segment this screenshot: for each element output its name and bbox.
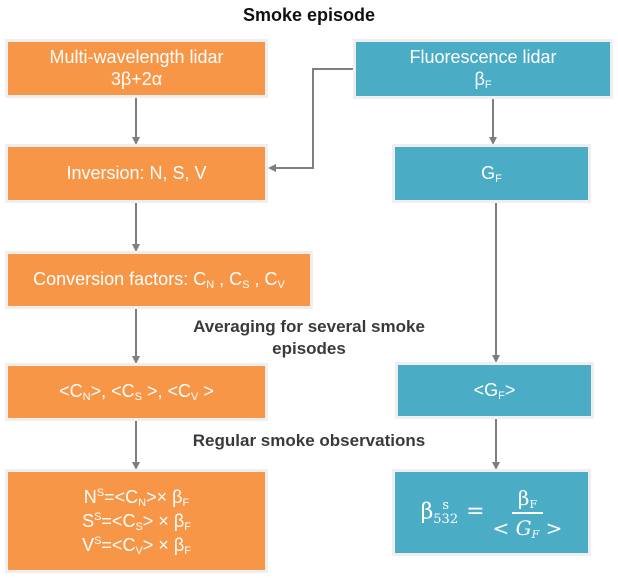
formula-denominator: < GF > xyxy=(492,515,563,541)
node-fluorescence-title: Fluorescence lidar xyxy=(409,47,557,68)
result-line-n: NS=<CN>× βF xyxy=(83,486,190,509)
formula-fraction: βF < GF > xyxy=(493,486,563,540)
result-line-v: VS=<CV> × βF xyxy=(82,535,191,558)
arrow-fluorescence-to-inversion xyxy=(268,68,356,172)
node-multiwavelength-lidar: Multi-wavelength lidar 3β+2α xyxy=(5,39,268,98)
node-averages-text: <CN>, <CS >, <CV > xyxy=(59,381,214,404)
node-inversion-text: Inversion: N, S, V xyxy=(66,162,207,183)
label-regular-observations: Regular smoke observations xyxy=(192,431,426,450)
node-conversion-text: Conversion factors: CN , CS , CV xyxy=(33,269,285,292)
node-inversion: Inversion: N, S, V xyxy=(5,144,268,203)
node-fluorescence-param: βF xyxy=(474,69,492,91)
label-averaging: Averaging for several smoke episodes xyxy=(193,317,425,358)
result-line-s: SS=<CS> × βF xyxy=(82,510,191,533)
node-conversion-factors: Conversion factors: CN , CS , CV xyxy=(5,251,313,309)
node-gf-text: GF xyxy=(481,162,502,185)
node-results: NS=<CN>× βF SS=<CS> × βF VS=<CV> × βF xyxy=(5,469,268,573)
node-multiwavelength-title: Multi-wavelength lidar xyxy=(49,46,224,67)
node-mean-gf: <GF> xyxy=(395,362,594,419)
node-multiwavelength-params: 3β+2α xyxy=(110,68,163,89)
formula-equals: = xyxy=(466,499,485,525)
node-gf: GF xyxy=(392,144,591,203)
formula-numerator: βF xyxy=(511,486,544,514)
node-averaged-factors: <CN>, <CS >, <CV > xyxy=(5,363,268,421)
node-mean-gf-text: <GF> xyxy=(473,379,516,402)
diagram-title: Smoke episode xyxy=(242,5,376,25)
node-fluorescence-lidar: Fluorescence lidar βF xyxy=(353,39,613,99)
